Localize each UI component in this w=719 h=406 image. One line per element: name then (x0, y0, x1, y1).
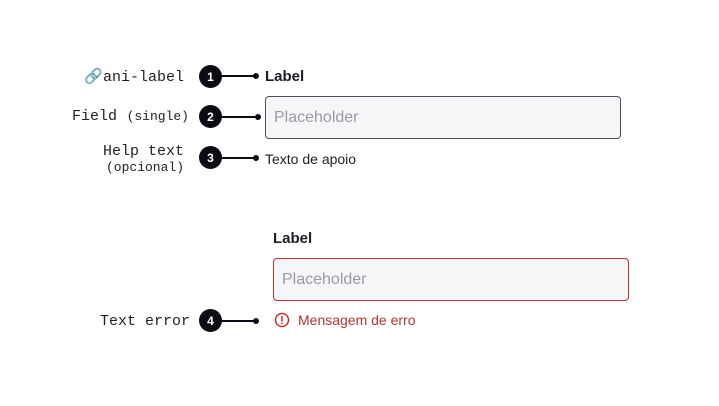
connector-1 (220, 73, 259, 79)
marker-2: 2 (199, 105, 222, 128)
field-placeholder: Placeholder (274, 108, 359, 126)
annotation-field-main: Field (71, 108, 117, 125)
connector-2 (220, 114, 261, 120)
annotation-error: Text error (99, 313, 190, 330)
annotation-field-sub: (single) (126, 109, 189, 124)
annotation-field: Field (single) (72, 107, 189, 125)
annotation-help-main: Help text (102, 143, 184, 160)
error-message: Mensagem de erro (274, 312, 416, 328)
text-field[interactable]: Placeholder (265, 96, 621, 139)
annotation-help-sub: (opcional) (105, 160, 184, 175)
error-text-field[interactable]: Placeholder (273, 258, 629, 301)
annotation-label-ref: 🔗ani-label (84, 69, 184, 86)
help-text: Texto de apoio (265, 151, 357, 167)
field-label: Label (265, 68, 305, 85)
annotation-help: Help text (opcional) (103, 144, 184, 176)
connector-4 (220, 318, 259, 324)
error-circle-icon (274, 312, 290, 328)
marker-3: 3 (199, 146, 222, 169)
error-field-placeholder: Placeholder (282, 270, 367, 288)
error-field-label: Label (273, 230, 313, 247)
connector-3 (220, 155, 259, 161)
error-text: Mensagem de erro (298, 312, 416, 328)
marker-4: 4 (199, 309, 222, 332)
marker-1: 1 (199, 65, 222, 88)
